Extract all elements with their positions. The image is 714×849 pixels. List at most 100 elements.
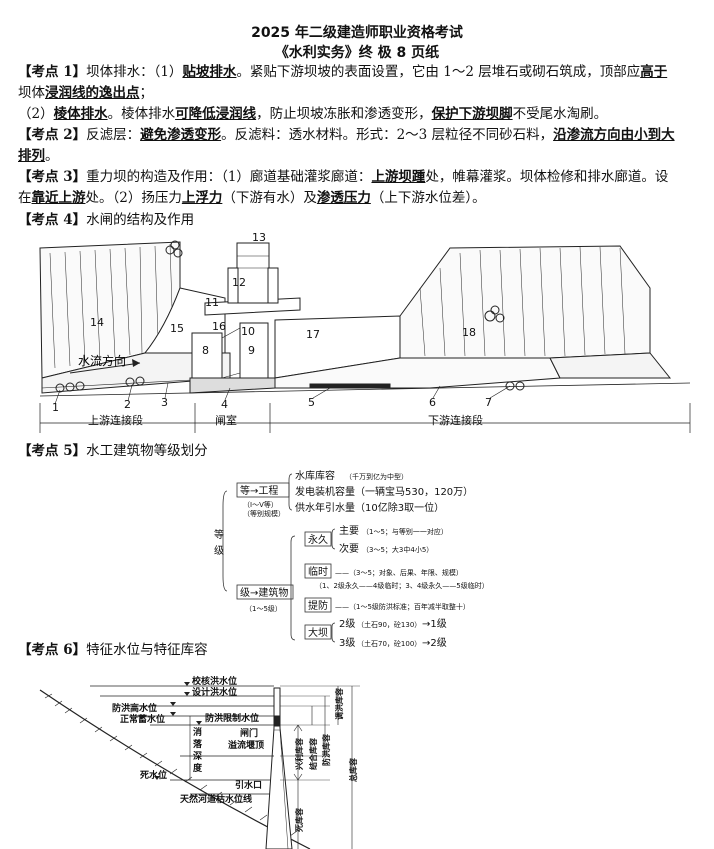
- kp3-key-i: 渗透压力: [316, 190, 371, 206]
- seg-chamber: 闸室: [215, 413, 237, 427]
- levee-note: ——（1～5级防洪标准；百年减半取整十）: [335, 602, 470, 611]
- kp6-header: 【考点 6】特征水位与特征库容: [18, 638, 208, 658]
- kp3-text-d: 在: [18, 190, 32, 206]
- kp1-key-a: 贴坡排水: [182, 64, 237, 80]
- kp3-text-a: 重力坝的构造及作用：（1）廊道基础灌浆廊道：: [86, 169, 372, 185]
- proj-item-2: 发电装机容量（一辆宝马530，120万）: [295, 485, 473, 498]
- flow-label: 水流方向: [78, 353, 126, 368]
- level-check-flood: 校核洪水位: [192, 675, 237, 687]
- kp6-title: 特征水位与特征库容: [86, 642, 208, 658]
- label-8: 8: [202, 344, 209, 357]
- label-4: 4: [221, 398, 228, 411]
- kp1-paragraph: 【考点 1】坝体排水：（1）贴坡排水。紧贴下游坝坡的表面设置，它由 1～2 层堆…: [18, 62, 698, 125]
- label-11: 11: [205, 296, 219, 309]
- intake-label: 引水口: [235, 779, 262, 791]
- level-normal: 正常蓄水位: [120, 713, 165, 725]
- kp1-text-g: ；: [139, 85, 154, 101]
- drawdown-3: 深: [193, 750, 202, 762]
- bld-node: 级→建筑物: [240, 586, 288, 599]
- kp3-text-h: （下游有水）及: [222, 190, 317, 206]
- kp5-tag: 【考点 5】: [18, 443, 87, 459]
- kp3-text-c: 处，帷幕灌浆。坝体检修和排水廊道。设: [425, 169, 669, 185]
- proj-node: 等→工程: [240, 484, 278, 497]
- proj-item-3: 供水年引水量（10亿除3取一位）: [295, 501, 444, 514]
- dam-level-2-note: （土石90，砼130）: [357, 620, 421, 629]
- bld-node-sub: （1～5级）: [245, 604, 282, 613]
- doc-title-line1: 2025 年二级建造师职业资格考试: [251, 25, 463, 41]
- kp3-key-e: 靠近上游: [31, 190, 86, 206]
- label-10: 10: [241, 325, 255, 338]
- kp5-header: 【考点 5】水工建筑物等级划分: [18, 439, 208, 459]
- level-dead: 死水位: [139, 769, 167, 781]
- kp4-tag: 【考点 4】: [18, 212, 87, 228]
- label-5: 5: [308, 396, 315, 409]
- label-14: 14: [90, 316, 104, 329]
- proj-node-sub1: （Ⅰ～Ⅴ等）: [243, 500, 278, 509]
- perm-node: 永久: [308, 533, 328, 546]
- main-item: 主要: [339, 525, 359, 537]
- dam-level-3: 3级: [339, 637, 355, 649]
- kp2-text-a: 反滤层：: [86, 127, 141, 143]
- level-flood-limit: 防洪限制水位: [205, 712, 259, 724]
- label-7: 7: [485, 396, 492, 409]
- sluice-diagram: 水流方向 1 2 3 4 5 6 7 8 9 10 11 12 13 14 15…: [39, 231, 691, 433]
- kp1-text-a: 坝体排水：（1）: [86, 64, 183, 80]
- kp2-key-e: 排列: [18, 148, 45, 164]
- proj-item-1: 水库库容: [295, 469, 335, 482]
- drawdown-1: 消: [193, 726, 202, 738]
- kp1-key-f: 浸润线的逸出点: [45, 85, 140, 101]
- levee-node: 提防: [308, 599, 328, 612]
- kp1-text-j: 。棱体排水: [107, 106, 176, 122]
- doc-title-line2: 《水利实务》终 极 8 页纸: [274, 45, 440, 61]
- seg-downstream: 下游连接段: [428, 413, 483, 427]
- proj-node-sub2: （等别规模）: [243, 509, 285, 518]
- seg-upstream: 上游连接段: [88, 413, 143, 427]
- kp1-tag: 【考点 1】: [18, 64, 87, 80]
- kp2-text-c: 。反滤料：透水材料。形式：2～3 层粒径不同砂石料，: [221, 127, 554, 143]
- temp-note-2: （1、2级永久——4级临时；3、4级永久——5级临时）: [315, 581, 489, 590]
- dam-node: 大坝: [308, 626, 328, 639]
- label-2: 2: [124, 398, 131, 411]
- drawdown-4: 度: [193, 762, 203, 774]
- gate-label: 闸门: [240, 727, 258, 739]
- sec-item-note: （3～5；大3中4小5）: [362, 545, 433, 554]
- label-1: 1: [52, 401, 59, 414]
- kp1-text-n: 不受尾水淘刷。: [512, 106, 608, 122]
- kp1-key-k: 可降低浸润线: [175, 106, 257, 122]
- main-item-note: （1～5；与等别一一对应）: [362, 527, 448, 536]
- label-12: 12: [232, 276, 246, 289]
- capacity-beneficial: 兴利库容: [294, 738, 304, 770]
- kp2-tag: 【考点 2】: [18, 127, 87, 143]
- kp1-text-e: 坝体: [18, 85, 45, 101]
- kp3-text-f: 处。（2）扬压力: [85, 190, 182, 206]
- dam-level-2-result: →1级: [422, 618, 447, 630]
- kp6-tag: 【考点 6】: [18, 642, 87, 658]
- reservoir-diagram: 校核洪水位 设计洪水位 防洪高水位 正常蓄水位 防洪限制水位 消 落 深 度 闸…: [39, 675, 360, 849]
- label-13: 13: [252, 231, 266, 244]
- kp4-title: 水闸的结构及作用: [86, 212, 195, 228]
- sec-item: 次要: [339, 542, 359, 555]
- level-flood-high: 防洪高水位: [112, 702, 157, 714]
- kp2-key-b: 避免渗透变形: [140, 127, 222, 143]
- kp4-header: 【考点 4】水闸的结构及作用: [18, 208, 194, 228]
- kp2-paragraph: 【考点 2】反滤层：避免渗透变形。反滤料：透水材料。形式：2～3 层粒径不同砂石…: [18, 125, 698, 167]
- kp3-key-b: 上游坝踵: [371, 169, 426, 185]
- kp1-text-c: 。紧贴下游坝坡的表面设置，它由 1～2 层堆石或砌石筑成，顶部应: [236, 64, 641, 80]
- grade-root-a: 等: [214, 528, 224, 541]
- grade-root-b: 级: [214, 545, 224, 557]
- label-9: 9: [248, 344, 255, 357]
- capacity-flood-regulating: 调洪库容: [334, 688, 344, 720]
- kp1-text-l: ，防止坝坡冻胀和渗透变形，: [256, 106, 432, 122]
- kp3-paragraph: 【考点 3】重力坝的构造及作用：（1）廊道基础灌浆廊道：上游坝踵处，帷幕灌浆。坝…: [18, 167, 698, 209]
- capacity-dead: 死库容: [294, 808, 304, 833]
- dam-level-3-result: →2级: [422, 637, 447, 649]
- flow-direction: 水流方向: [69, 353, 141, 374]
- temp-note-1: ——（3～5；对象、后果、年限、规模）: [335, 568, 463, 577]
- kp3-tag: 【考点 3】: [18, 169, 87, 185]
- proj-item-1-note: （千万到亿为中型）: [345, 472, 408, 481]
- drawdown-2: 落: [193, 738, 203, 750]
- spillway-crest: 溢流堰顶: [228, 739, 264, 751]
- kp1-key-m: 保护下游坝脚: [431, 106, 513, 122]
- label-3: 3: [161, 396, 168, 409]
